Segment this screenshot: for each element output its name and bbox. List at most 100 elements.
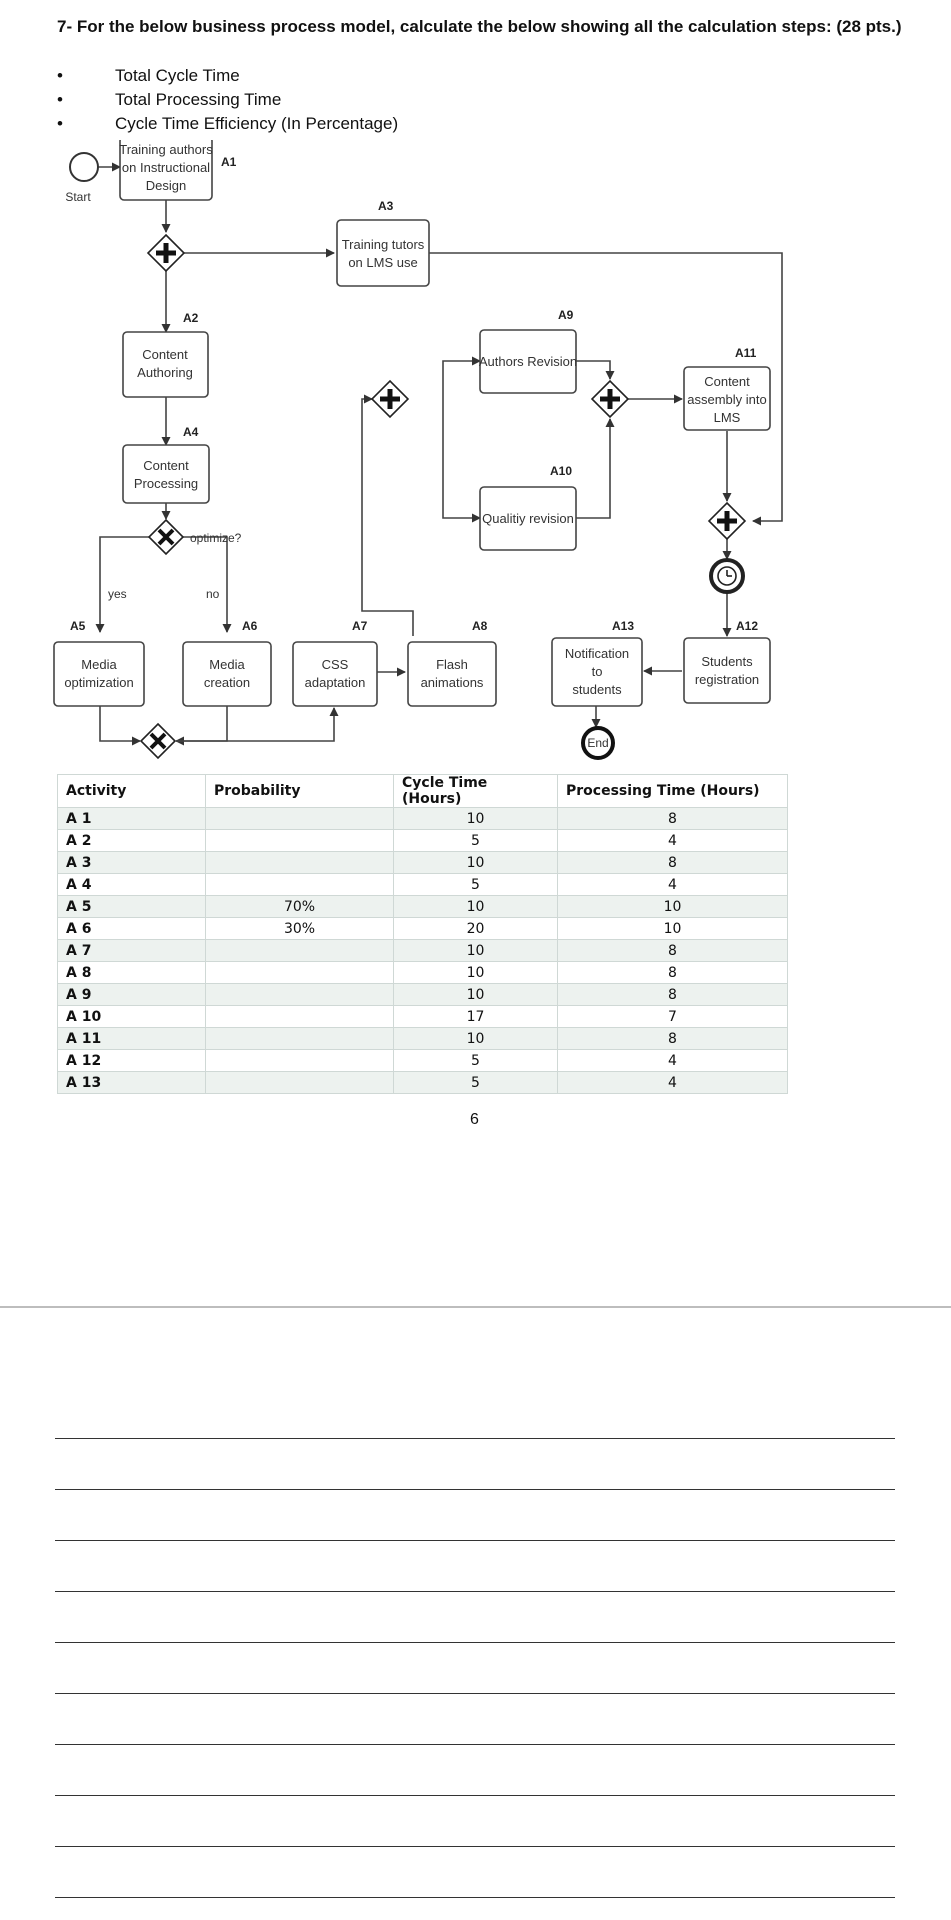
cell-probability [205, 1005, 394, 1028]
activity-a3-id: A3 [378, 199, 394, 213]
header-cycle-time: Cycle Time (Hours) [393, 774, 558, 808]
activity-a4-line-1: Content [143, 458, 189, 473]
cell-cycle-time: 10 [393, 1027, 558, 1050]
activity-a12-id: A12 [736, 619, 758, 633]
cell-probability [205, 873, 394, 896]
answer-line [55, 1438, 895, 1439]
activity-a13-line-3: students [572, 682, 622, 697]
header-probability: Probability [205, 774, 394, 808]
activity-a10: Qualitiy revision A10 [479, 464, 577, 551]
activity-a5-line-2: optimization [64, 675, 133, 690]
cell-activity: A 6 [57, 917, 206, 940]
bullet-icon: • [57, 114, 63, 133]
activity-a1-line-3: Design [146, 178, 186, 193]
start-label: Start [65, 190, 91, 204]
table-header-row: Activity Probability Cycle Time (Hours) … [57, 774, 788, 808]
bullet-text-cycle-time-efficiency: Cycle Time Efficiency (In Percentage) [115, 114, 399, 133]
parallel-gateway-join-icon [707, 501, 747, 541]
activity-a4-id: A4 [183, 425, 199, 439]
activity-a1-line-2: on Instructional [122, 160, 210, 175]
cell-cycle-time: 5 [393, 1071, 558, 1094]
parallel-gateway-split-icon [146, 233, 186, 273]
activity-a12: Students registration A12 [683, 619, 771, 704]
cell-probability [205, 1027, 394, 1050]
answer-line [55, 1540, 895, 1541]
exclusive-gateway-optimize-icon [147, 518, 185, 556]
activity-a7-id: A7 [352, 619, 368, 633]
question-title: 7- For the below business process model,… [57, 17, 902, 36]
activity-a1: Training authors on Instructional Design… [119, 140, 237, 201]
activity-a3-line-2: on LMS use [348, 255, 417, 270]
activity-a9-line-1: Authors Revision [479, 354, 577, 369]
cell-activity: A 7 [57, 939, 206, 962]
cell-processing-time: 10 [557, 895, 788, 918]
activity-a6-line-1: Media [209, 657, 245, 672]
activity-a12-line-2: registration [695, 672, 759, 687]
activity-a6-id: A6 [242, 619, 258, 633]
activity-a13: Notification to students A13 [551, 619, 643, 707]
cell-activity: A 1 [57, 807, 206, 830]
cell-activity: A 3 [57, 851, 206, 874]
cell-probability [205, 851, 394, 874]
cell-probability [205, 1049, 394, 1072]
page-number: 6 [470, 1111, 479, 1128]
cell-processing-time: 8 [557, 1027, 788, 1050]
answer-line [55, 1489, 895, 1490]
cell-processing-time: 10 [557, 917, 788, 940]
cell-processing-time: 8 [557, 983, 788, 1006]
answer-line [55, 1795, 895, 1796]
activity-a9-id: A9 [558, 308, 574, 322]
activity-a7-line-2: adaptation [305, 675, 366, 690]
activity-a6: Media creation A6 [182, 619, 272, 707]
header-activity: Activity [57, 774, 206, 808]
activity-a13-line-2: to [592, 664, 603, 679]
activity-a10-line-1: Qualitiy revision [482, 511, 574, 526]
cell-activity: A 12 [57, 1049, 206, 1072]
cell-probability: 30% [205, 917, 394, 940]
cell-processing-time: 8 [557, 939, 788, 962]
cell-processing-time: 7 [557, 1005, 788, 1028]
cell-cycle-time: 5 [393, 1049, 558, 1072]
cell-activity: A 13 [57, 1071, 206, 1094]
process-diagram: Start End optimize? yes no Training aut [53, 140, 783, 760]
cell-probability: 70% [205, 895, 394, 918]
answer-line [55, 1846, 895, 1847]
activity-a11-id: A11 [735, 346, 757, 360]
cell-cycle-time: 10 [393, 895, 558, 918]
activity-a13-line-1: Notification [565, 646, 629, 661]
activity-a5-line-1: Media [81, 657, 117, 672]
activity-a10-id: A10 [550, 464, 572, 478]
page-divider [0, 1306, 951, 1308]
bullet-text-total-cycle-time: Total Cycle Time [115, 66, 240, 85]
activity-a11-line-2: assembly into [687, 392, 766, 407]
answer-line [55, 1642, 895, 1643]
activity-a11-line-3: LMS [714, 410, 741, 425]
cell-activity: A 4 [57, 873, 206, 896]
cell-cycle-time: 5 [393, 829, 558, 852]
activity-a8-id: A8 [472, 619, 488, 633]
gateway-question-label: optimize? [190, 531, 242, 545]
end-event-icon [581, 726, 615, 760]
cell-cycle-time: 10 [393, 807, 558, 830]
cell-cycle-time: 10 [393, 961, 558, 984]
cell-processing-time: 4 [557, 829, 788, 852]
cell-processing-time: 8 [557, 851, 788, 874]
activity-a4-line-2: Processing [134, 476, 198, 491]
activity-a11: Content assembly into LMS A11 [683, 346, 771, 431]
activity-a3-line-1: Training tutors [342, 237, 425, 252]
cell-processing-time: 8 [557, 807, 788, 830]
cell-activity: A 11 [57, 1027, 206, 1050]
connectors [95, 162, 783, 746]
cell-cycle-time: 10 [393, 983, 558, 1006]
activity-time-table: Activity Probability Cycle Time (Hours) … [57, 774, 788, 1094]
activity-a12-line-1: Students [701, 654, 753, 669]
